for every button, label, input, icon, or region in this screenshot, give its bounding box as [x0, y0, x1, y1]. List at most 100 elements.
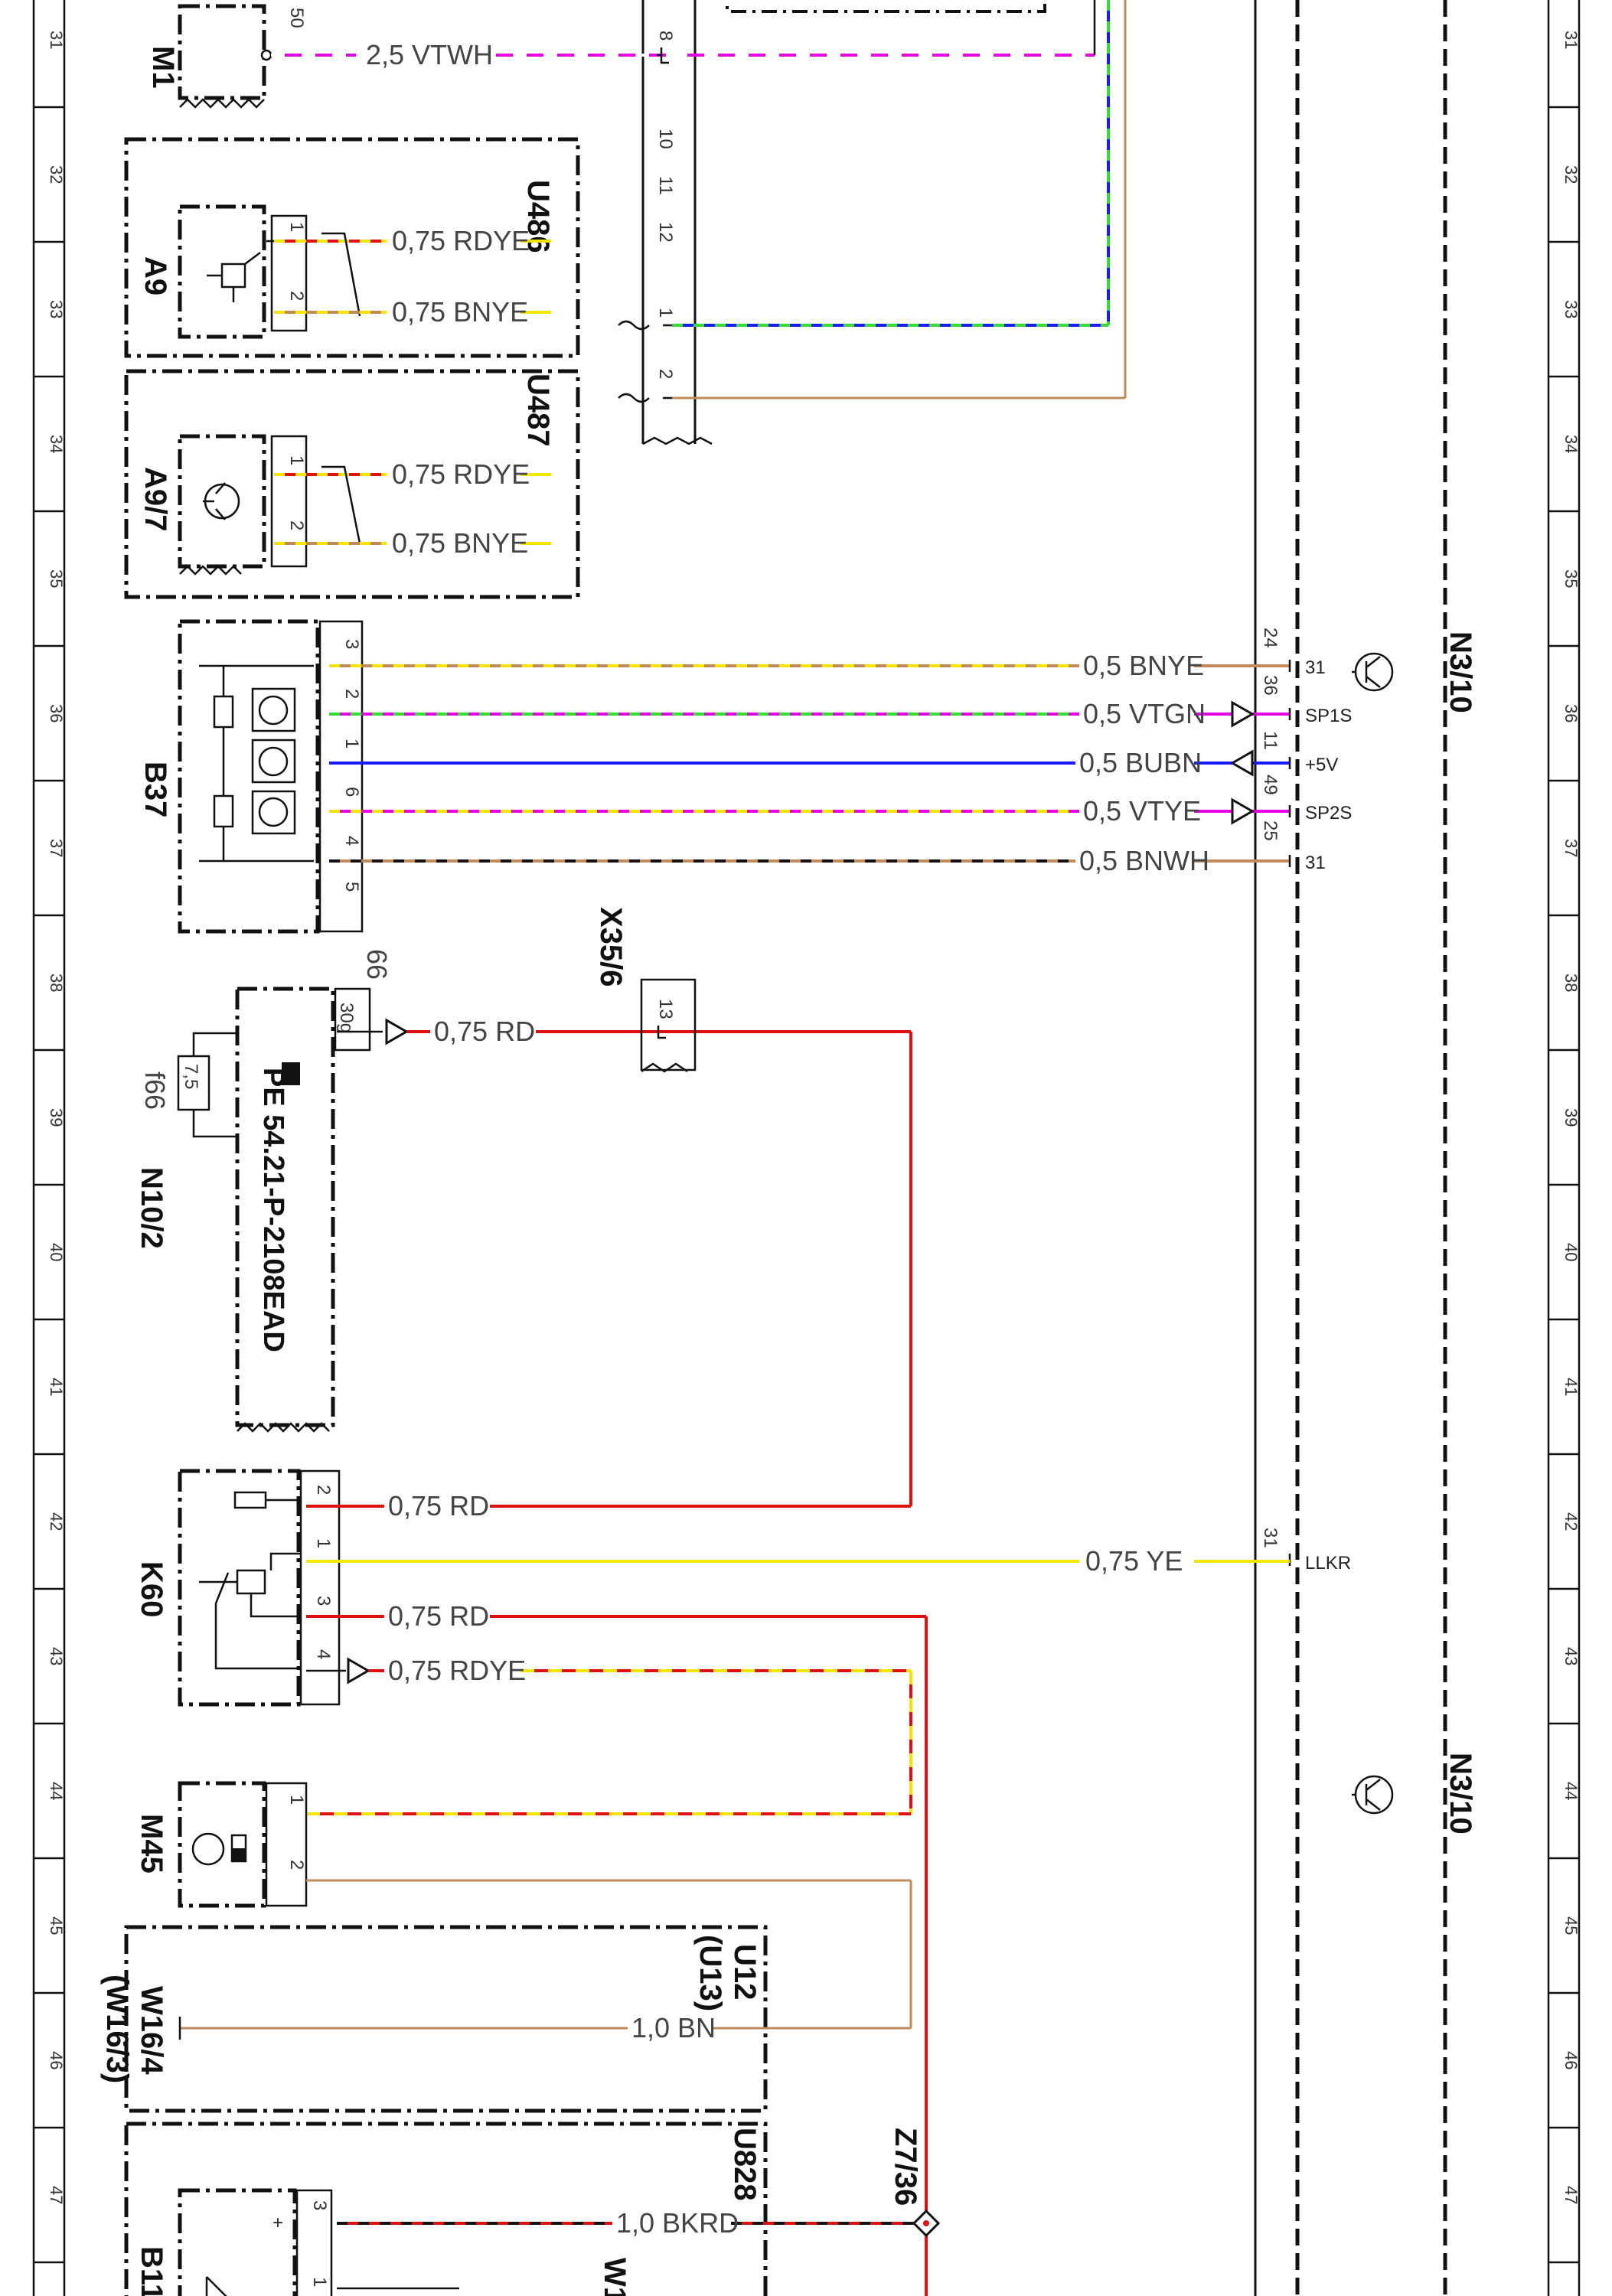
grid-row-number: 46 — [47, 2051, 66, 2069]
trunk-pin-1: 1 — [655, 308, 676, 318]
pin-a97-2: 2 — [286, 520, 307, 530]
wire-k60-rd-3 — [306, 1615, 928, 2296]
fuse-terminal: 30g — [336, 1003, 357, 1033]
grid-row-number: 34 — [1561, 435, 1581, 453]
wire-m1-vtwh — [271, 0, 1127, 398]
grid-row-number: 32 — [47, 165, 66, 184]
pin-m45-2: 2 — [286, 1860, 307, 1870]
component-k60[interactable] — [178, 1469, 341, 1707]
wire-label-k60-4: 0,75 RDYE — [388, 1655, 526, 1686]
grid-row-number: 31 — [47, 31, 66, 49]
pin-a9-1: 1 — [286, 222, 307, 232]
component-a9-7[interactable] — [178, 434, 308, 576]
grid-row-number: 37 — [1561, 839, 1581, 857]
pin-a9-2: 2 — [286, 291, 307, 301]
grid-row-number: 42 — [47, 1512, 66, 1531]
grid-row-number: 47 — [1561, 2186, 1581, 2204]
grid-row-number: 32 — [1561, 165, 1581, 184]
label-u828: U828 — [728, 2128, 762, 2201]
n3-signal-llkr: LLKR — [1305, 1553, 1351, 1574]
n3-pin-25: 25 — [1260, 820, 1281, 841]
grid-row-number: 46 — [1561, 2051, 1581, 2069]
wire-k60-rdye — [306, 1657, 912, 1815]
label-w16-3: (W16/3) — [100, 1975, 134, 2083]
pin-b11-plus: + — [272, 2213, 283, 2233]
wire-m45-bn — [306, 1879, 912, 2028]
wire-label-m1: 2,5 VTWH — [366, 39, 493, 70]
splice-z7-36[interactable] — [912, 2209, 941, 2238]
fuse-rating: 7,5 — [181, 1064, 201, 1089]
wire-label-b37-1: 0,5 BUBN — [1079, 747, 1202, 778]
grid-row-number: 33 — [47, 300, 66, 318]
group-u486[interactable] — [124, 137, 580, 358]
wire-label-w16: 1,0 BN — [631, 2012, 716, 2043]
group-u12[interactable] — [124, 1925, 768, 2113]
component-m1[interactable] — [178, 4, 272, 109]
grid-row-number: 36 — [1561, 704, 1581, 722]
grid-row-number: 38 — [47, 974, 66, 992]
component-a9[interactable] — [178, 204, 308, 339]
wire-a97-rdye — [274, 465, 551, 544]
label-x35-6: X35/6 — [594, 907, 628, 987]
wire-label-b37-4: 0,5 BNWH — [1079, 845, 1209, 876]
wire-n10-rd — [337, 1018, 912, 1506]
component-b11[interactable] — [178, 2188, 333, 2296]
label-n3-10-bottom: N3/10 — [1444, 1753, 1477, 1835]
n3-signal-sp1s: SP1S — [1305, 706, 1352, 726]
grid-row-number: 44 — [1561, 1782, 1581, 1800]
wire-label-a97-2: 0,75 BNYE — [392, 527, 528, 559]
connector-x35-6[interactable] — [640, 978, 697, 1073]
grid-row-number: 36 — [47, 704, 66, 722]
pin-x35-13: 13 — [655, 999, 676, 1019]
label-u12: U12 — [728, 1944, 762, 2000]
wire-w16-bn — [178, 2017, 911, 2040]
label-w1: W1 — [598, 2258, 631, 2296]
m1-pin: 50 — [286, 8, 307, 28]
trunk-pin-2: 2 — [655, 369, 676, 379]
grid-row-number: 40 — [47, 1243, 66, 1261]
wire-b37-vtye — [329, 797, 1290, 825]
pin-m45-1: 1 — [286, 1795, 307, 1805]
group-u487[interactable] — [124, 369, 580, 599]
grid-row-number: 41 — [1561, 1378, 1581, 1396]
grid-row-number: 43 — [1561, 1647, 1581, 1665]
pin-b37-1: 1 — [341, 739, 362, 748]
label-w16-4: W16/4 — [135, 1986, 168, 2075]
grid-row-number: 39 — [1561, 1108, 1581, 1127]
top-continuation — [641, 0, 1046, 445]
n3-pin-11: 11 — [1260, 731, 1281, 750]
reference-note: PE 54.21-P-2108EAD — [257, 1068, 289, 1352]
trunk-pin-12: 12 — [655, 222, 676, 243]
grid-row-number: 35 — [1561, 569, 1581, 588]
n3-pin-36: 36 — [1260, 675, 1281, 696]
pin-k60-1: 1 — [313, 1538, 334, 1548]
n3-signal-sp2s: SP2S — [1305, 803, 1352, 823]
label-b37: B37 — [139, 762, 172, 817]
grid-row-number: 33 — [1561, 300, 1581, 318]
wire-label-b37-2: 0,5 VTGN — [1083, 698, 1206, 729]
grid-row-number: 35 — [47, 569, 66, 588]
wire-label-b37-3: 0,5 BNYE — [1083, 650, 1204, 681]
wire-a9-rdye — [266, 232, 551, 317]
grid-row-number: 42 — [1561, 1512, 1581, 1531]
grid-row-number: 44 — [47, 1782, 66, 1800]
label-z7-36: Z7/36 — [889, 2128, 922, 2206]
n3-pin-49: 49 — [1260, 775, 1281, 795]
component-m45[interactable] — [178, 1781, 308, 1908]
pin-b37-2: 2 — [341, 689, 362, 699]
n3-signal-5v: +5V — [1305, 755, 1338, 775]
label-b11: B11 — [135, 2246, 168, 2296]
grid-row-number: 45 — [47, 1916, 66, 1935]
label-m45: M45 — [135, 1814, 168, 1874]
wire-label-a9-1: 0,75 RDYE — [392, 225, 530, 256]
grid-row-number: 38 — [1561, 974, 1581, 992]
pin-k60-3: 3 — [313, 1596, 334, 1606]
pin-b37-6: 6 — [341, 787, 362, 797]
wire-label-a9-2: 0,75 BNYE — [392, 296, 528, 328]
label-u487: U487 — [521, 373, 555, 447]
component-b37[interactable] — [178, 619, 364, 934]
grid-row-number: 31 — [1561, 31, 1581, 49]
wire-b37-bubn — [329, 749, 1290, 777]
trunk-connector: 8 10 11 12 1 2 — [618, 31, 1125, 403]
component-n10-2[interactable] — [177, 987, 371, 1433]
